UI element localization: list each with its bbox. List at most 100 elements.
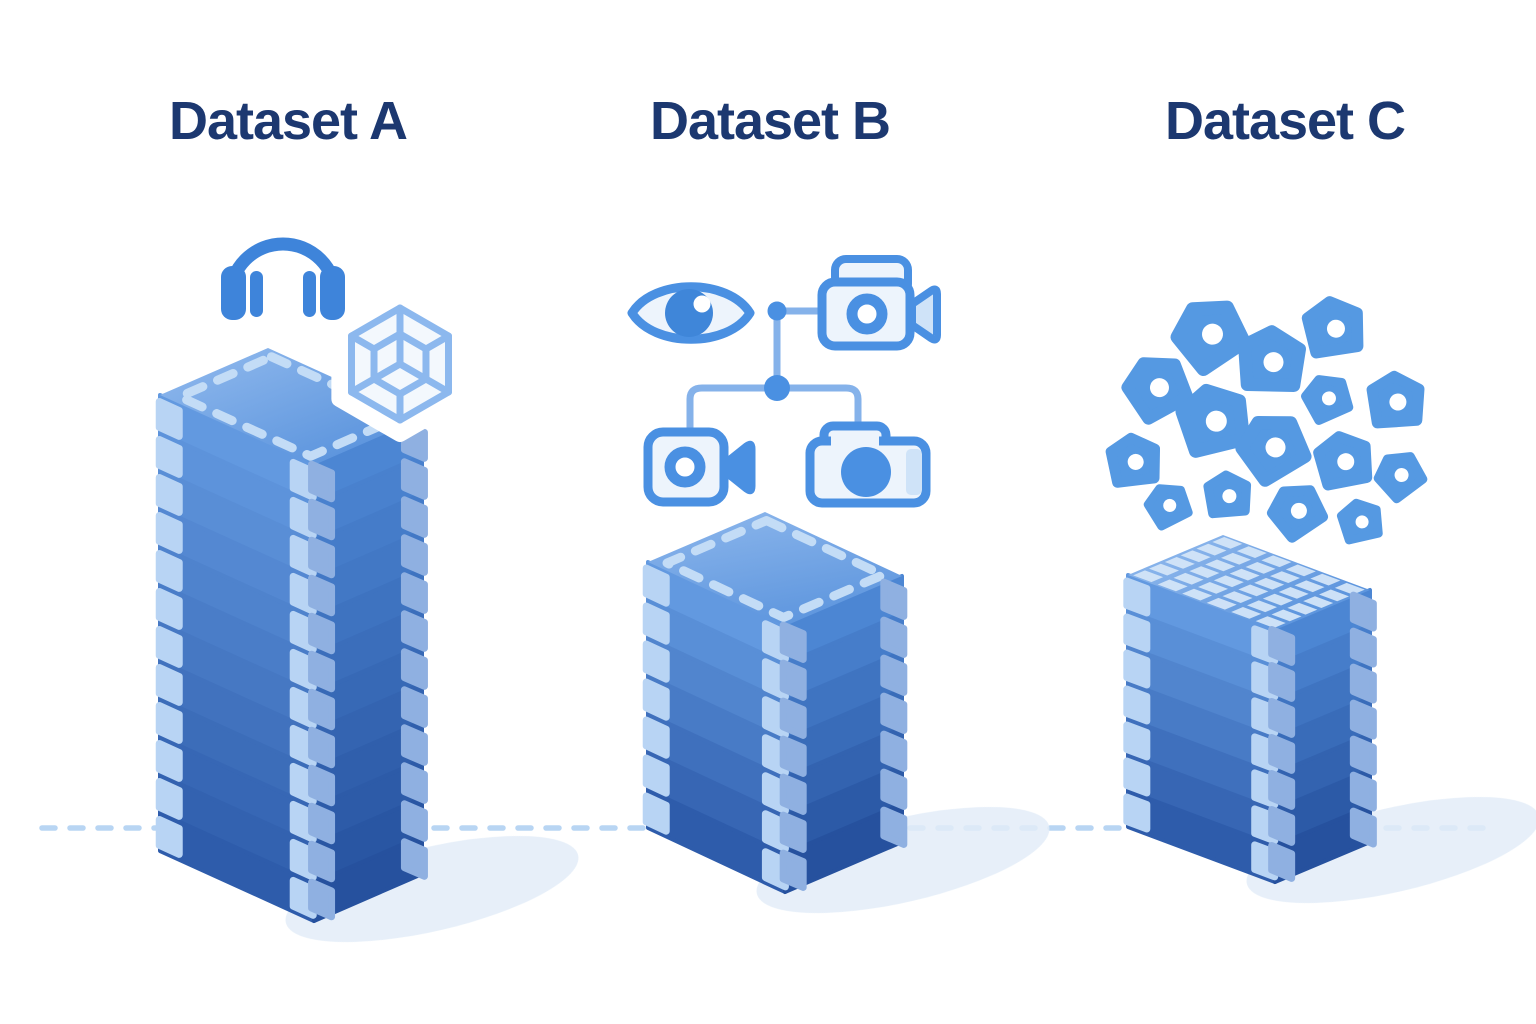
- label-grid-cell: [1231, 607, 1262, 619]
- sprocket-hole: [308, 612, 336, 655]
- sprocket-hole: [1123, 757, 1151, 797]
- sprocket-hole: [642, 716, 670, 759]
- sprocket-hole: [642, 754, 670, 797]
- sprocket-hole: [642, 792, 670, 835]
- tag-hole: [1263, 352, 1284, 373]
- tag-icon: [1121, 357, 1194, 425]
- sprocket-hole: [155, 435, 183, 478]
- tag-hole: [1389, 393, 1407, 411]
- label-grid-cell: [1236, 546, 1267, 558]
- tag-icon: [1266, 485, 1329, 543]
- sprocket-hole: [880, 616, 908, 658]
- label-grid-cell: [1222, 591, 1253, 603]
- label-grid-cell: [1173, 572, 1204, 585]
- cine-camera-lens: [841, 447, 891, 497]
- tag-icon: [1203, 470, 1252, 519]
- camera-viewfinder: [908, 285, 941, 344]
- dataset-a-title: Dataset A: [168, 91, 408, 151]
- stack-a: [155, 348, 579, 943]
- sprocket-hole: [155, 701, 183, 744]
- stack-top-face: [1128, 535, 1370, 630]
- tag-hole: [1265, 437, 1286, 458]
- tag-hole: [1326, 319, 1345, 338]
- dataset-b-title: Dataset B: [649, 91, 891, 151]
- sprocket-hole: [1349, 591, 1377, 632]
- sprocket-hole: [779, 773, 807, 815]
- sprocket-hole: [880, 768, 908, 810]
- label-grid-cell: [1261, 555, 1292, 568]
- label-grid-cell: [1246, 600, 1278, 613]
- left-ear-pad: [250, 271, 263, 317]
- sprocket-hole: [400, 724, 428, 766]
- label-grid-cell: [1212, 537, 1243, 549]
- label-grid-cell: [1334, 582, 1365, 595]
- sprocket-hole: [400, 648, 428, 690]
- sprocket-hole: [1268, 769, 1296, 810]
- sprocket-hole: [400, 762, 428, 804]
- label-grid-cell: [1205, 559, 1236, 572]
- cube-spoke: [348, 332, 378, 353]
- sprocket-hole: [1349, 699, 1377, 740]
- sprocket-hole: [155, 777, 183, 820]
- sprocket-hole: [1123, 613, 1151, 653]
- sprocket-hole: [155, 397, 183, 440]
- connector-node-bottom: [764, 375, 790, 401]
- sprocket-hole: [400, 534, 428, 576]
- right-earcup: [320, 266, 345, 320]
- label-grid-cell: [1310, 573, 1341, 586]
- stack-shadow: [756, 806, 1050, 914]
- sprocket-hole: [779, 621, 807, 663]
- label-grid-cell: [1294, 580, 1325, 593]
- sprocket-hole: [308, 726, 336, 769]
- sprocket-hole: [308, 460, 336, 503]
- tag-hole: [1205, 410, 1227, 432]
- sprocket-hole: [1268, 733, 1296, 774]
- sprocket-hole: [779, 659, 807, 701]
- cube-spoke: [422, 332, 452, 353]
- sprocket-hole: [155, 739, 183, 782]
- tag-hole: [1201, 323, 1223, 345]
- label-grid-cell: [1196, 543, 1227, 556]
- tag-icon: [1238, 325, 1306, 392]
- sprocket-hole: [308, 688, 336, 731]
- connector-node-top: [767, 301, 787, 321]
- tag-icon: [1336, 498, 1383, 545]
- label-grid-cell: [1238, 584, 1269, 597]
- sprocket-hole: [642, 602, 670, 645]
- sprocket-hole: [400, 458, 428, 500]
- tag-icon: [1313, 431, 1373, 491]
- camera-lens-ring: [846, 293, 888, 335]
- sprocket-hole: [308, 802, 336, 845]
- sprocket-hole: [308, 536, 336, 579]
- sprocket-hole: [1268, 661, 1296, 702]
- stack-b: [642, 512, 1050, 914]
- tag-hole: [1222, 489, 1237, 504]
- camcorder-lens-ring: [664, 446, 706, 488]
- sprocket-hole: [155, 549, 183, 592]
- sprocket-hole: [308, 650, 336, 693]
- label-grid-cell: [1229, 568, 1260, 581]
- sprocket-hole: [308, 574, 336, 617]
- sprocket-hole: [400, 572, 428, 614]
- cine-camera-icon: [805, 421, 931, 508]
- left-earcup: [221, 266, 246, 320]
- sprocket-hole: [400, 800, 428, 842]
- cine-camera-bump-join: [831, 434, 879, 447]
- label-grid-cell: [1271, 609, 1302, 622]
- sprocket-hole: [880, 578, 908, 620]
- tag-icon: [1175, 383, 1251, 458]
- tag-icon: [1373, 452, 1428, 504]
- label-grid-cell: [1255, 616, 1286, 628]
- cube-spoke: [422, 375, 452, 396]
- label-grid-cell: [1180, 550, 1211, 563]
- sprocket-hole: [880, 654, 908, 696]
- tag-hole: [1149, 378, 1169, 398]
- stack-c: [1123, 535, 1536, 904]
- sprocket-hole: [1349, 627, 1377, 668]
- sprocket-hole: [1123, 793, 1151, 833]
- tag-icon: [1235, 416, 1312, 487]
- sprocket-hole: [1123, 577, 1151, 617]
- label-grid-cell: [1318, 589, 1350, 602]
- stack-shadow: [285, 835, 579, 943]
